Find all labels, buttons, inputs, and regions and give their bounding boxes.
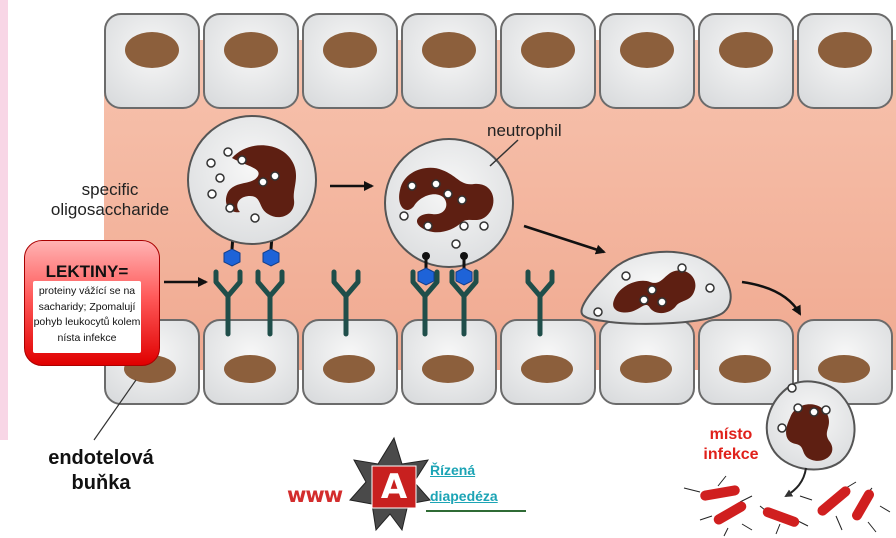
diapedesis-link-line1[interactable]: Řízená: [430, 462, 475, 478]
bacterium: [712, 500, 748, 527]
neutrophil-cell: [188, 116, 316, 244]
cell-nucleus: [818, 355, 870, 383]
endothelial-label-line2: buňka: [26, 471, 176, 496]
cell-nucleus: [224, 355, 276, 383]
bacterium: [699, 485, 740, 502]
oligosaccharide-hexagon: [224, 249, 240, 266]
endothelial-cell-label: endotelová buňka: [26, 446, 176, 496]
logo-letter[interactable]: A: [378, 468, 410, 506]
neutrophil-label: neutrophil: [487, 121, 562, 141]
cell-nucleus: [323, 32, 377, 68]
bacterium: [815, 484, 852, 517]
lektiny-description: proteiny vážící se na sacharidy; Zpomalu…: [33, 284, 141, 346]
cell-nucleus: [422, 355, 474, 383]
cell-nucleus: [521, 355, 573, 383]
cell-nucleus: [620, 32, 674, 68]
lektiny-title: LEKTINY=: [33, 262, 141, 282]
infection-label-line1: místo: [676, 425, 786, 445]
infection-arrow: [786, 468, 806, 496]
lektiny-description-panel: proteiny vážící se na sacharidy; Zpomalu…: [33, 281, 141, 353]
endothelial-label-line1: endotelová: [26, 446, 176, 471]
cell-nucleus: [719, 355, 771, 383]
cell-nucleus: [224, 32, 278, 68]
cell-nucleus: [719, 32, 773, 68]
www-logo-text[interactable]: www: [287, 483, 342, 507]
specific-label-line1: specific: [26, 180, 194, 200]
bacteria-cluster: [684, 476, 890, 536]
oligosaccharide-hexagon: [456, 268, 472, 285]
diapedesis-link-line2[interactable]: diapedéza: [430, 488, 498, 504]
infection-label-line2: infekce: [676, 445, 786, 465]
oligosaccharide-hexagon: [263, 249, 279, 266]
bacterium: [761, 506, 800, 528]
cell-nucleus: [125, 32, 179, 68]
oligosaccharide-hexagon: [418, 268, 434, 285]
specific-label-line2: oligosaccharide: [26, 200, 194, 220]
specific-oligosaccharide-label: specific oligosaccharide: [26, 180, 194, 220]
left-edge-stripe: [0, 0, 8, 440]
infection-site-label: místo infekce: [676, 425, 786, 465]
diapedesis-link-box[interactable]: Řízená diapedéza: [426, 458, 526, 514]
bacterium: [850, 488, 876, 522]
cell-nucleus: [323, 355, 375, 383]
cell-nucleus: [422, 32, 476, 68]
cell-nucleus: [521, 32, 575, 68]
link-underline: [426, 510, 526, 512]
cell-nucleus: [818, 32, 872, 68]
lektiny-callout: LEKTINY= proteiny vážící se na sacharidy…: [24, 240, 160, 366]
cell-nucleus: [620, 355, 672, 383]
